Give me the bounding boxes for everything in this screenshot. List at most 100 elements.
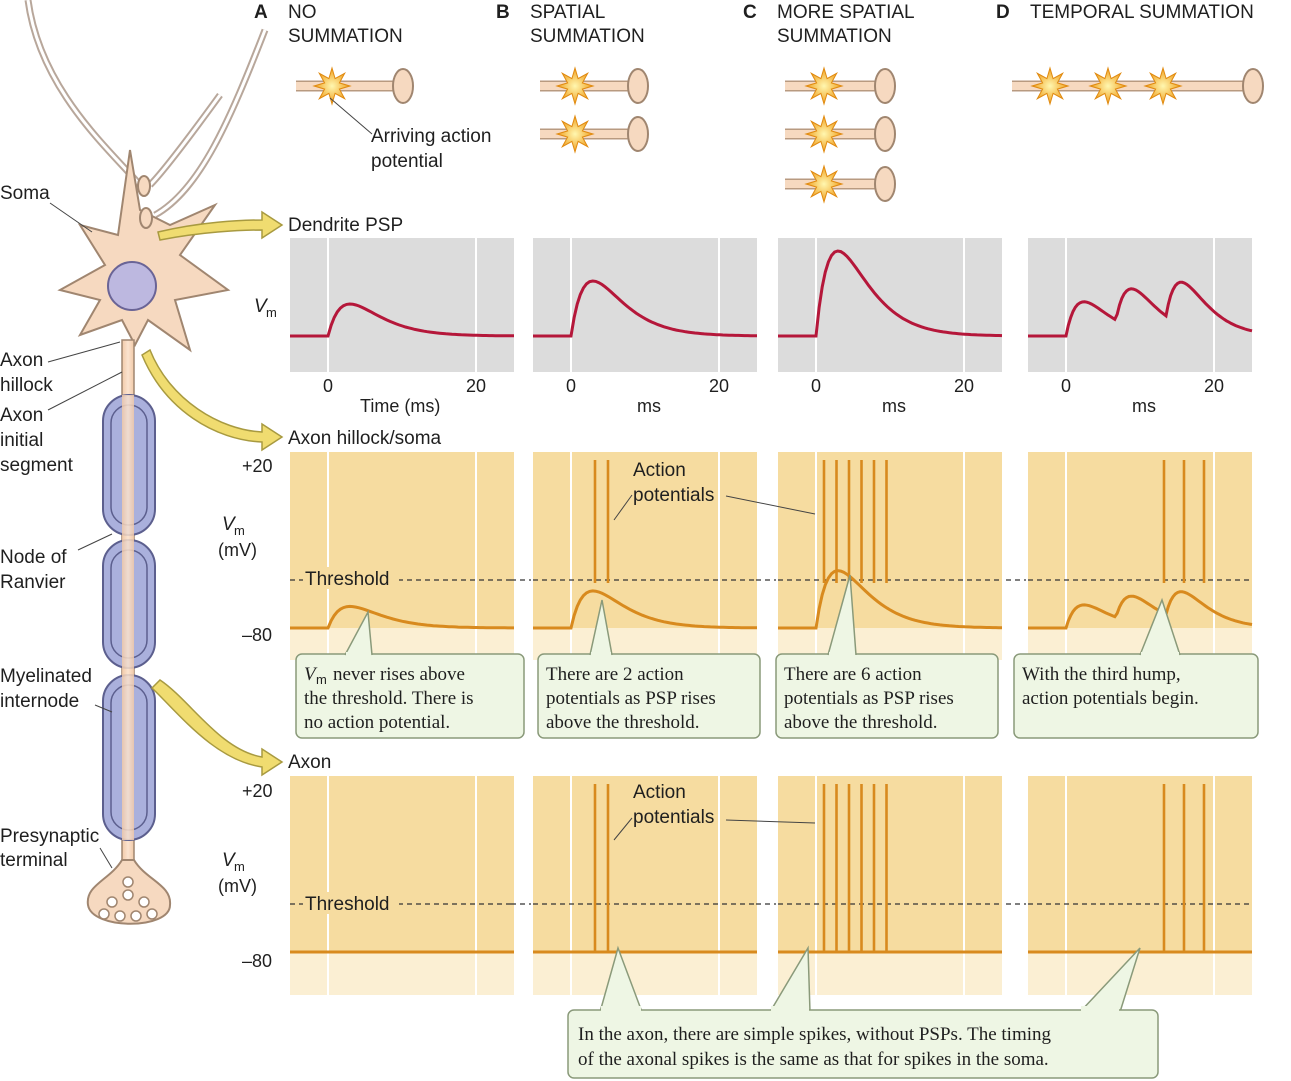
psp-tick-0-0: 0 — [323, 376, 333, 396]
row2-threshold-label: Threshold — [305, 569, 390, 590]
col-a-title-1: NO — [288, 2, 317, 23]
burst-a-icon — [312, 66, 352, 106]
row3-tick-plus20: +20 — [242, 781, 273, 801]
col-c-title-2: SUMMATION — [777, 26, 892, 47]
callout-a-line-1: never rises above — [333, 664, 465, 685]
row1-vm-sub: m — [266, 305, 277, 320]
callout-a-vm-sub: m — [316, 672, 327, 687]
axon-panel-0 — [290, 776, 514, 952]
callout-c-line-3: above the threshold. — [784, 712, 938, 733]
col-a-letter: A — [254, 2, 268, 23]
row3-vm-label: V — [222, 850, 237, 871]
callout-d — [1013, 653, 1259, 739]
callout-d-line-1: With the third hump, — [1022, 664, 1181, 685]
callout-c-line-1: There are 6 action — [784, 664, 922, 685]
burst-c1-icon — [804, 66, 844, 106]
label-terminal-1: Presynaptic — [0, 826, 99, 847]
axon-panel-3 — [1028, 776, 1252, 952]
psp-xunit-0: Time (ms) — [360, 396, 440, 416]
arrow-axon-icon — [150, 679, 284, 777]
burst-b2-icon — [555, 114, 595, 154]
callout-b — [537, 653, 761, 739]
burst-d2-icon — [1088, 66, 1128, 106]
label-axon: Axon — [288, 752, 331, 773]
label-terminal-2: terminal — [0, 850, 68, 871]
label-internode-2: internode — [0, 691, 79, 712]
row2-vm-label: V — [222, 514, 237, 535]
soma-panel-2 — [778, 452, 1002, 628]
callouts-soma: V m never rises above the threshold. The… — [295, 574, 1259, 739]
arrow-hillock-icon — [141, 348, 284, 452]
label-arriving-ap-1: Arriving action — [371, 126, 491, 147]
row2-tick-plus20: +20 — [242, 456, 273, 476]
label-internode-1: Myelinated — [0, 666, 92, 687]
psp-trace-2 — [778, 249, 1003, 338]
psp-xunit-3: ms — [1132, 396, 1156, 416]
burst-d1-icon — [1030, 66, 1070, 106]
neuron-illustration: Soma Axon hillock Axon initial segment N… — [0, 0, 284, 925]
row3-mv: (mV) — [218, 876, 257, 896]
label-axon-hillock-soma: Axon hillock/soma — [288, 428, 442, 449]
callout-d-line-2: action potentials begin. — [1022, 688, 1199, 709]
col-b-letter: B — [496, 2, 510, 23]
row2-mv: (mV) — [218, 540, 257, 560]
label-axon-hillock-2: hillock — [0, 375, 53, 396]
nucleus — [107, 261, 157, 311]
callout-b-line-2: potentials as PSP rises — [546, 688, 716, 709]
arrow-dendrite-icon — [157, 210, 284, 241]
psp-trace-0 — [290, 302, 514, 338]
psp-panel-1 — [533, 238, 757, 372]
row2-ap-label-1: Action — [633, 460, 686, 481]
psp-panel-3 — [1028, 238, 1252, 372]
soma-body — [57, 149, 231, 353]
row3-tick-minus80: –80 — [242, 951, 272, 971]
col-d-letter: D — [996, 2, 1010, 23]
col-c-title-1: MORE SPATIAL — [777, 2, 915, 23]
psp-tick-20-2: 20 — [954, 376, 974, 396]
psp-tick-0-2: 0 — [811, 376, 821, 396]
arrows — [141, 210, 284, 777]
psp-panel-0 — [290, 238, 514, 372]
col-a-title-2: SUMMATION — [288, 26, 403, 47]
callout-a-vm: V — [304, 664, 318, 685]
label-arriving-ap-2: potential — [371, 151, 443, 172]
label-dendrite-psp: Dendrite PSP — [288, 215, 403, 236]
psp-tick-20-0: 20 — [466, 376, 486, 396]
psp-trace-3 — [1028, 280, 1253, 338]
row2-tick-minus80: –80 — [242, 625, 272, 645]
label-ais-2: initial — [0, 430, 43, 451]
psp-tick-0-3: 0 — [1061, 376, 1071, 396]
burst-c2-icon — [804, 114, 844, 154]
burst-c3-icon — [804, 164, 844, 204]
soma-panel-3 — [1028, 452, 1252, 628]
callout-a-line-2: the threshold. There is — [304, 688, 474, 709]
col-b-title-2: SUMMATION — [530, 26, 645, 47]
row2-ap-label-2: potentials — [633, 485, 714, 506]
burst-d3-icon — [1143, 66, 1183, 106]
input-fibers — [296, 66, 1264, 204]
callout-b-line-1: There are 2 action — [546, 664, 684, 685]
callout-axon-line-2: of the axonal spikes is the same as that… — [578, 1049, 1049, 1070]
row3-ap-label-1: Action — [633, 782, 686, 803]
row3-threshold-label: Threshold — [305, 894, 390, 915]
callout-axon: In the axon, there are simple spikes, wi… — [567, 945, 1159, 1079]
soma-trace-0 — [290, 604, 514, 630]
callout-axon-line-1: In the axon, there are simple spikes, wi… — [578, 1024, 1052, 1045]
myelin-segments — [102, 394, 156, 841]
callout-b-line-3: above the threshold. — [546, 712, 700, 733]
axon-panel-2 — [778, 776, 1002, 952]
burst-b1-icon — [555, 66, 595, 106]
col-c-letter: C — [743, 2, 757, 23]
row3-vm-sub: m — [234, 859, 245, 874]
psp-panel-2 — [778, 238, 1002, 372]
callout-a — [295, 653, 525, 739]
label-soma: Soma — [0, 183, 50, 204]
row2-vm-sub: m — [234, 523, 245, 538]
psp-tick-0-1: 0 — [566, 376, 576, 396]
soma-trace-2 — [778, 569, 1002, 630]
callout-a-line-3: no action potential. — [304, 712, 450, 733]
callout-c — [775, 653, 999, 739]
soma-trace-1 — [533, 589, 757, 630]
